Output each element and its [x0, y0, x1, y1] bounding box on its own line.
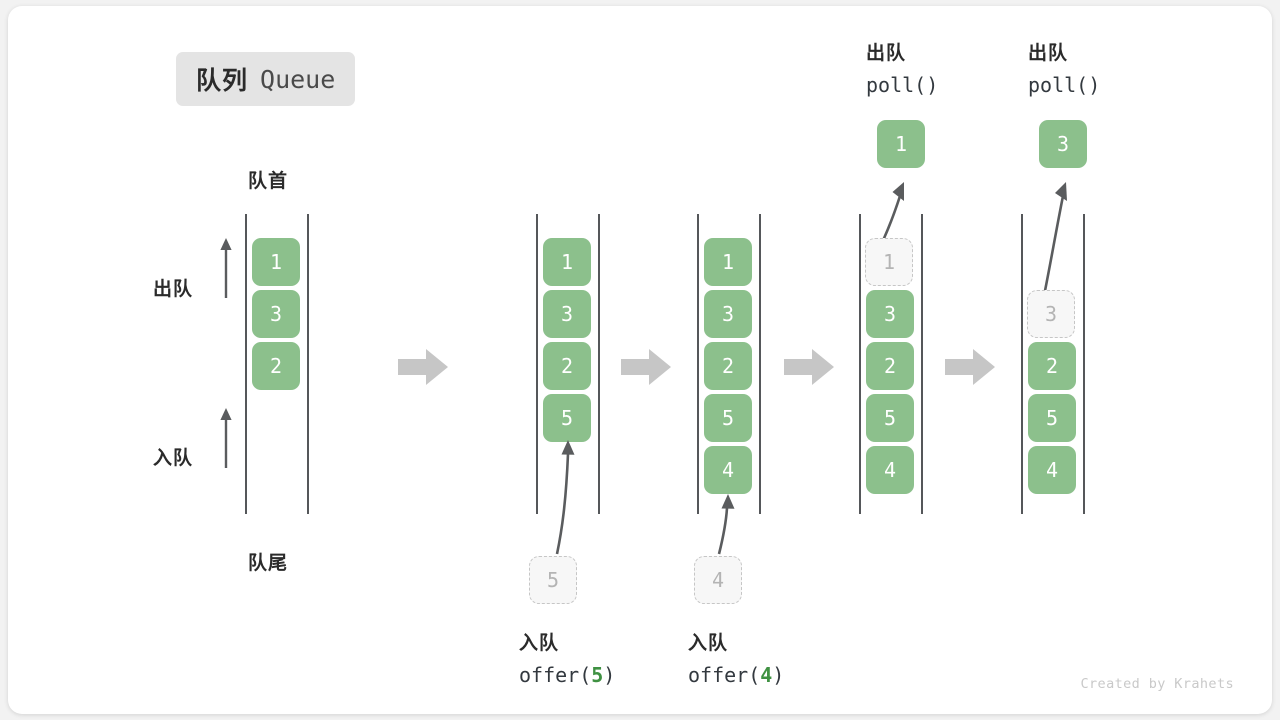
transition-arrow: [398, 349, 448, 385]
code-suffix: ): [603, 663, 616, 687]
rail-left: [536, 214, 538, 514]
transition-arrow: [945, 349, 995, 385]
queue-box-new: 5: [543, 394, 591, 442]
queue-box: 4: [1028, 446, 1076, 494]
label-dequeue: 出队: [153, 279, 194, 300]
attribution-text: Created by Krahets: [1080, 676, 1234, 692]
rail-right: [921, 214, 923, 514]
queue-box: 5: [1028, 394, 1076, 442]
rail-left: [1021, 214, 1023, 514]
code-suffix: ): [772, 663, 785, 687]
rail-right: [1083, 214, 1085, 514]
queue-box: 2: [1028, 342, 1076, 390]
op-title-code: poll(): [866, 73, 939, 97]
label-queue-tail: 队尾: [248, 553, 289, 574]
code-argument: 4: [760, 663, 773, 687]
queue-box: 1: [252, 238, 300, 286]
rail-right: [759, 214, 761, 514]
rail-left: [859, 214, 861, 514]
queue-box: 3: [704, 290, 752, 338]
enqueue-curve-arrow: [717, 494, 735, 555]
ghost-box-incoming: 5: [529, 556, 577, 604]
queue-box: 5: [866, 394, 914, 442]
ghost-box-outgoing: 1: [865, 238, 913, 286]
code-prefix: offer(: [688, 663, 761, 687]
polled-result-box: 3: [1039, 120, 1087, 168]
rail-left: [697, 214, 699, 514]
title-english: Queue: [260, 64, 336, 94]
rail-right: [307, 214, 309, 514]
queue-box: 4: [866, 446, 914, 494]
queue-box: 3: [252, 290, 300, 338]
label-enqueue: 入队: [153, 448, 194, 469]
queue-box: 1: [543, 238, 591, 286]
op-title-dequeue: 出队: [866, 43, 907, 64]
polled-result-box: 1: [877, 120, 925, 168]
queue-box-new: 4: [704, 446, 752, 494]
rail-right: [598, 214, 600, 514]
caption-enqueue-code: offer(4): [688, 663, 784, 687]
enqueue-curve-arrow: [555, 440, 575, 555]
code-prefix: offer(: [519, 663, 592, 687]
ghost-box-outgoing: 3: [1027, 290, 1075, 338]
queue-box: 2: [252, 342, 300, 390]
caption-enqueue-code: offer(5): [519, 663, 615, 687]
transition-arrow: [784, 349, 834, 385]
title-chinese: 队列: [196, 67, 249, 95]
rail-left: [245, 214, 247, 514]
diagram-title-badge: 队列 Queue: [176, 52, 356, 106]
queue-box: 3: [866, 290, 914, 338]
queue-box: 3: [543, 290, 591, 338]
caption-enqueue-label: 入队: [688, 633, 729, 654]
queue-box: 2: [704, 342, 752, 390]
code-argument: 5: [591, 663, 604, 687]
enqueue-direction-arrow: [220, 408, 232, 468]
diagram-stage: 队列 Queue 队首 队尾 出队 入队 1 3 2 1 3 2 5 5: [8, 6, 1272, 714]
transition-arrow: [621, 349, 671, 385]
op-title-code: poll(): [1028, 73, 1101, 97]
caption-enqueue-label: 入队: [519, 633, 560, 654]
queue-box: 5: [704, 394, 752, 442]
ghost-box-incoming: 4: [694, 556, 742, 604]
label-queue-head: 队首: [248, 171, 289, 192]
op-title-dequeue: 出队: [1028, 43, 1069, 64]
queue-box: 2: [866, 342, 914, 390]
dequeue-direction-arrow: [220, 238, 232, 298]
diagram-card: 队列 Queue 队首 队尾 出队 入队 1 3 2 1 3 2 5 5: [8, 6, 1272, 714]
queue-box: 2: [543, 342, 591, 390]
queue-box: 1: [704, 238, 752, 286]
